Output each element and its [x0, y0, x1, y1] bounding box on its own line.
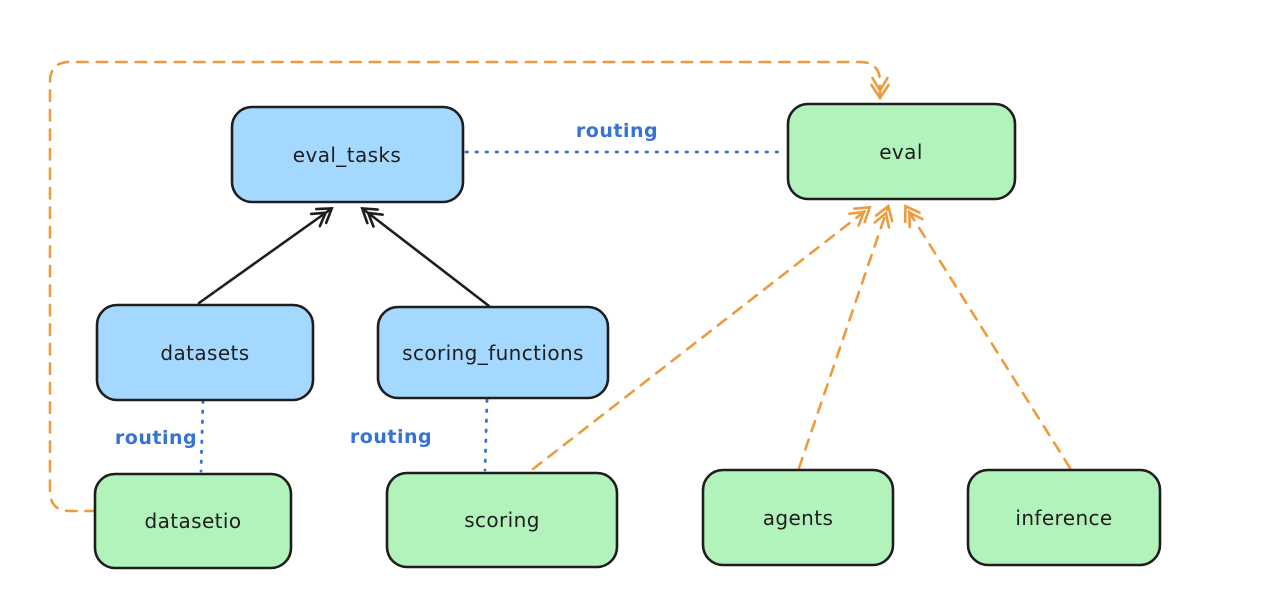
node-scoring-functions-label: scoring_functions	[402, 341, 584, 365]
node-agents: agents	[701, 468, 895, 567]
edge-scoring-functions-to-scoring-routing	[483, 398, 489, 472]
node-datasets: datasets	[95, 303, 315, 402]
routing-label-datasetio: routing	[115, 427, 197, 449]
edge-datasetio-to-eval-dashed	[48, 60, 880, 513]
node-eval: eval	[786, 102, 1017, 201]
edge-scoring-functions-to-eval-tasks	[363, 209, 491, 308]
node-datasetio: datasetio	[93, 472, 293, 570]
node-scoring-functions: scoring_functions	[376, 305, 610, 400]
node-scoring-label: scoring	[464, 508, 540, 532]
node-eval-tasks-label: eval_tasks	[293, 143, 401, 167]
node-datasets-label: datasets	[160, 341, 249, 365]
edge-datasets-to-datasetio-routing	[199, 399, 205, 473]
node-eval-label: eval	[879, 140, 923, 164]
edge-datasets-to-eval-tasks	[197, 209, 331, 305]
node-eval-tasks: eval_tasks	[230, 105, 465, 204]
routing-label-scoring: routing	[350, 426, 432, 448]
edge-scoring-to-eval-dashed	[531, 208, 869, 471]
edge-inference-to-eval-dashed	[906, 207, 1072, 470]
node-scoring: scoring	[385, 471, 619, 569]
routing-label-top: routing	[576, 120, 658, 142]
node-inference: inference	[966, 468, 1162, 567]
node-agents-label: agents	[763, 506, 834, 530]
node-datasetio-label: datasetio	[144, 509, 241, 533]
node-inference-label: inference	[1015, 506, 1112, 530]
edge-agents-to-eval-dashed	[797, 207, 888, 470]
